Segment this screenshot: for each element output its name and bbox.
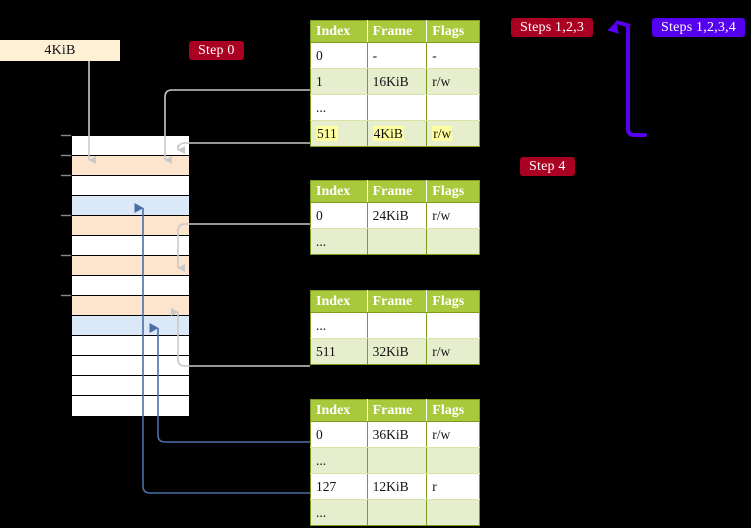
memory-row xyxy=(72,376,189,396)
badge-step-0: Step 0 xyxy=(189,41,244,60)
connector-l3-24kib xyxy=(177,223,310,272)
cell-flags xyxy=(426,94,480,121)
cell-flags-text: r/w xyxy=(432,125,453,141)
cell-frame xyxy=(367,447,428,474)
level-1-page-table: Index Frame Flags 0 36KiB r/w ... 127 12… xyxy=(310,399,480,526)
table-row-highlighted: 511 4KiB r/w xyxy=(310,120,480,147)
table-row: ... xyxy=(310,94,480,121)
cell-frame: 12KiB xyxy=(367,473,428,500)
cell-frame xyxy=(367,94,428,121)
table-row: ... xyxy=(310,447,480,474)
table-row: 0 - - xyxy=(310,42,480,69)
memory-row xyxy=(72,276,189,296)
memory-row xyxy=(72,356,189,376)
cell-index: ... xyxy=(310,499,368,526)
table-row: 0 36KiB r/w xyxy=(310,421,480,448)
memory-grid-ticks xyxy=(61,134,71,297)
bracket-steps-1234-arrow xyxy=(607,20,631,34)
table-row: 127 12KiB r xyxy=(310,473,480,500)
memory-row xyxy=(72,336,189,356)
frame-size-label: 4KiB xyxy=(0,40,120,61)
level-4-page-table: Index Frame Flags 0 - - 1 16KiB r/w ... xyxy=(310,20,480,147)
cell-index-text: 511 xyxy=(316,125,338,141)
table-row: 511 32KiB r/w xyxy=(310,338,480,365)
cell-frame-text: 4KiB xyxy=(372,125,404,141)
cell-index: 127 xyxy=(310,473,368,500)
table-row: ... xyxy=(310,312,480,339)
level-3-page-table: Index Frame Flags 0 24KiB r/w ... xyxy=(310,180,480,255)
table-header-frame: Frame xyxy=(367,180,428,203)
table-header-frame: Frame xyxy=(367,399,428,422)
badge-steps-1-2-3-4: Steps 1,2,3,4 xyxy=(652,18,745,37)
table-header-flags: Flags xyxy=(426,180,480,203)
table-row: ... xyxy=(310,499,480,526)
cell-index: 511 xyxy=(310,338,368,365)
memory-row xyxy=(72,176,189,196)
cell-flags: r/w xyxy=(426,338,480,365)
cell-frame xyxy=(367,312,428,339)
cell-index: ... xyxy=(310,312,368,339)
cell-flags: r/w xyxy=(426,120,480,147)
cell-flags: r/w xyxy=(426,202,480,229)
memory-row xyxy=(72,236,189,256)
cell-flags xyxy=(426,499,480,526)
table-header-index: Index xyxy=(310,290,368,313)
cell-flags xyxy=(426,447,480,474)
cell-frame xyxy=(367,228,428,255)
memory-row xyxy=(72,296,189,316)
memory-row xyxy=(72,396,189,416)
cell-frame: 24KiB xyxy=(367,202,428,229)
memory-row xyxy=(72,256,189,276)
cell-flags: r/w xyxy=(426,421,480,448)
cell-index: 511 xyxy=(310,120,368,147)
cell-index: ... xyxy=(310,447,368,474)
cell-flags xyxy=(426,228,480,255)
cell-frame: - xyxy=(367,42,428,69)
memory-row xyxy=(72,216,189,236)
cell-index: 0 xyxy=(310,42,368,69)
cell-frame: 36KiB xyxy=(367,421,428,448)
cell-frame: 4KiB xyxy=(367,120,428,147)
connector-l4-4kib xyxy=(177,142,310,154)
cell-flags: - xyxy=(426,42,480,69)
memory-row xyxy=(72,136,189,156)
table-row: 0 24KiB r/w xyxy=(310,202,480,229)
table-header-index: Index xyxy=(310,20,368,43)
table-header-index: Index xyxy=(310,399,368,422)
cell-index: 0 xyxy=(310,421,368,448)
bracket-steps-1234 xyxy=(626,26,647,137)
table-header-frame: Frame xyxy=(367,20,428,43)
badge-step-4: Step 4 xyxy=(520,157,575,176)
cell-index: ... xyxy=(310,228,368,255)
table-header-flags: Flags xyxy=(426,290,480,313)
table-header-frame: Frame xyxy=(367,290,428,313)
memory-row xyxy=(72,156,189,176)
badge-steps-1-2-3: Steps 1,2,3 xyxy=(511,18,594,37)
table-row: ... xyxy=(310,228,480,255)
cell-index: 1 xyxy=(310,68,368,95)
cell-flags xyxy=(426,312,480,339)
table-row: 1 16KiB r/w xyxy=(310,68,480,95)
cell-frame: 16KiB xyxy=(367,68,428,95)
physical-memory-grid xyxy=(71,135,190,416)
memory-row xyxy=(72,316,189,336)
cell-frame xyxy=(367,499,428,526)
cell-frame: 32KiB xyxy=(367,338,428,365)
cell-flags: r xyxy=(426,473,480,500)
table-header-flags: Flags xyxy=(426,399,480,422)
memory-row xyxy=(72,196,189,216)
table-header-index: Index xyxy=(310,180,368,203)
level-2-page-table: Index Frame Flags ... 511 32KiB r/w xyxy=(310,290,480,365)
table-header-flags: Flags xyxy=(426,20,480,43)
cell-index: ... xyxy=(310,94,368,121)
connector-l2-32kib xyxy=(171,308,310,367)
cell-index: 0 xyxy=(310,202,368,229)
cell-flags: r/w xyxy=(426,68,480,95)
